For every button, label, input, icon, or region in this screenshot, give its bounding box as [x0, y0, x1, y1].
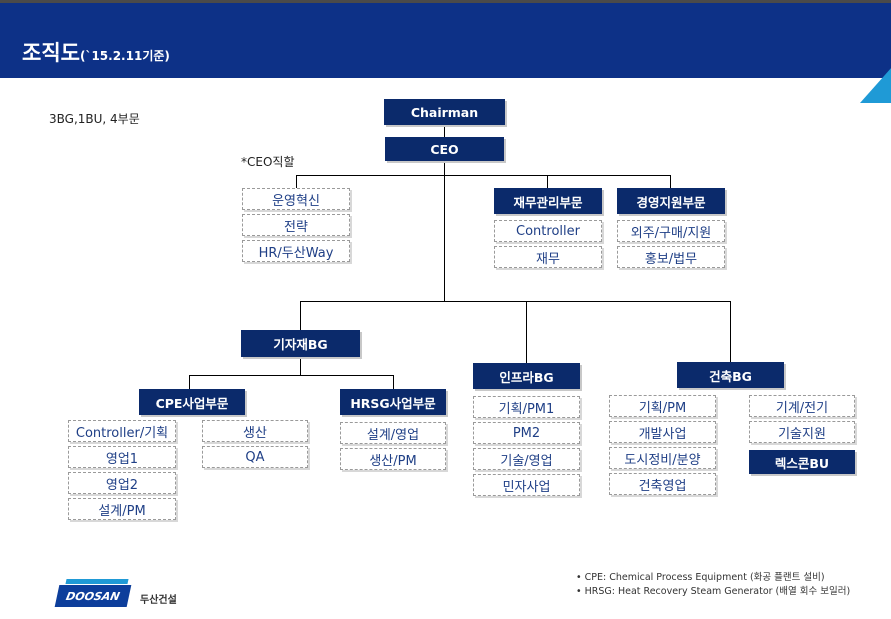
support-division-box: 경영지원부문 — [617, 188, 725, 214]
hrsg-division-box: HRSG사업부문 — [340, 389, 446, 415]
header-top-line — [0, 0, 891, 3]
connector-division-horizontal — [189, 375, 394, 376]
doosan-logo: DOOSAN — [54, 585, 132, 607]
ceo-direct-note: *CEO직할 — [241, 155, 295, 169]
connector-arch-bg — [730, 301, 731, 363]
chairman-box: Chairman — [384, 99, 505, 125]
ceo-direct-item: 운영혁신 — [242, 188, 350, 210]
infra-item: 기획/PM1 — [473, 396, 580, 418]
arch-item: 개발사업 — [609, 421, 716, 443]
footnote-hrsg: • HRSG: Heat Recovery Steam Generator (배… — [576, 586, 851, 597]
connector-infra-bg — [526, 301, 527, 363]
infra-item: 민자사업 — [473, 474, 580, 496]
equipment-bg-box: 기자재BG — [241, 330, 360, 357]
logo-stripe — [65, 579, 129, 584]
page-title: 조직도(`15.2.11기준) — [22, 40, 170, 69]
finance-item: Controller — [494, 220, 602, 242]
header-accent-shape — [860, 30, 891, 103]
page-title-text: 조직도 — [22, 41, 80, 65]
summary-note: 3BG,1BU, 4부문 — [49, 112, 140, 126]
connector-cpe — [189, 375, 190, 389]
support-item: 외주/구매/지원 — [617, 220, 725, 242]
arch-item: 기술지원 — [749, 421, 855, 443]
company-name: 두산건설 — [140, 595, 177, 606]
ceo-direct-item: 전략 — [242, 214, 350, 236]
cpe-item: 영업1 — [68, 446, 176, 468]
page-title-date: (`15.2.11기준) — [79, 49, 170, 63]
footnote-cpe: • CPE: Chemical Process Equipment (화공 플랜… — [576, 572, 825, 583]
arch-item: 기계/전기 — [749, 395, 855, 417]
connector-finance — [547, 175, 548, 188]
arch-item: 기획/PM — [609, 395, 716, 417]
finance-division-box: 재무관리부문 — [494, 188, 602, 214]
connector-equipment-down — [300, 357, 301, 375]
connector-ceo-direct — [296, 175, 297, 188]
support-item: 홍보/법무 — [617, 246, 725, 268]
infra-item: 기술/영업 — [473, 448, 580, 470]
arch-item: 건축영업 — [609, 473, 716, 495]
connector-support — [670, 175, 671, 188]
cpe-item: 생산 — [202, 420, 308, 442]
rexcon-bu-box: 렉스콘BU — [749, 450, 855, 474]
connector-equipment-bg — [300, 301, 301, 331]
cpe-item: Controller/기획 — [68, 420, 176, 442]
infra-bg-box: 인프라BG — [473, 363, 580, 389]
hrsg-item: 설계/영업 — [340, 422, 446, 444]
arch-bg-box: 건축BG — [677, 362, 784, 388]
arch-item: 도시정비/분양 — [609, 447, 716, 469]
hrsg-item: 생산/PM — [340, 448, 446, 470]
cpe-division-box: CPE사업부문 — [139, 389, 245, 415]
connector-chairman-ceo — [444, 125, 445, 138]
infra-item: PM2 — [473, 422, 580, 444]
cpe-item: 영업2 — [68, 472, 176, 494]
connector-ceo-horizontal — [296, 175, 671, 176]
connector-bg-horizontal — [300, 301, 730, 302]
cpe-item: 설계/PM — [68, 498, 176, 520]
finance-item: 재무 — [494, 246, 602, 268]
connector-ceo-trunk — [444, 161, 445, 301]
header-banner — [0, 0, 891, 78]
logo-brand: DOOSAN — [64, 589, 122, 603]
connector-hrsg — [393, 375, 394, 389]
ceo-direct-item: HR/두산Way — [242, 240, 350, 262]
ceo-box: CEO — [385, 137, 504, 161]
cpe-item: QA — [202, 446, 308, 468]
